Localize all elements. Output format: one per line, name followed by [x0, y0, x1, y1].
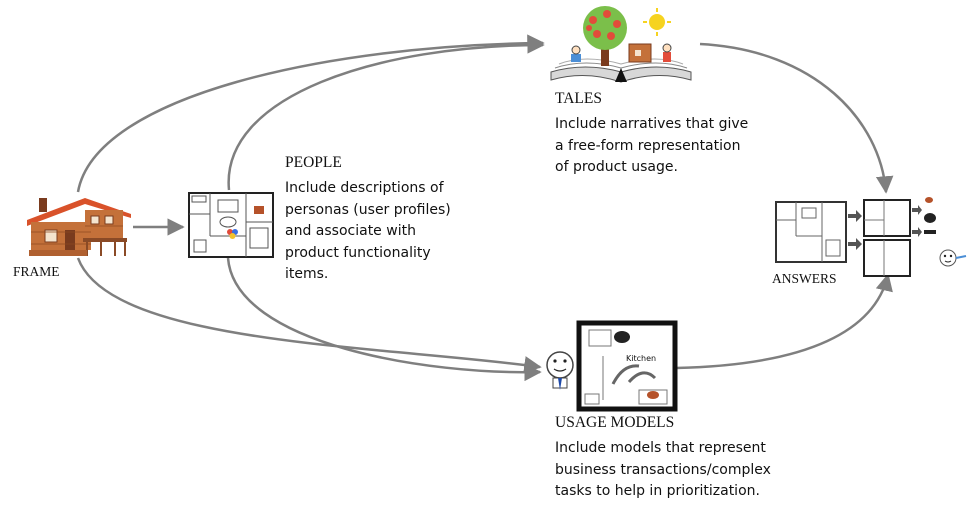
- arrow-frame-to-tales: [76, 34, 545, 193]
- answers-plans-icon: [775, 197, 967, 277]
- usage-models-description: Include models that represent business t…: [555, 440, 771, 499]
- arrow-usage-models-to-answers: [675, 273, 893, 370]
- frame-label: FRAME: [13, 264, 60, 279]
- arrow-tales-to-answers: [699, 42, 894, 194]
- arrow-people-to-usage-models: [226, 257, 542, 382]
- open-storybook-icon: [550, 6, 692, 83]
- usage-models-title: USAGE MODELS: [555, 414, 675, 431]
- kitchen-plan-label: Kitchen: [626, 354, 657, 363]
- tales-description: Include narratives that give a free-form…: [555, 116, 749, 175]
- arrow-people-to-tales: [227, 36, 545, 191]
- house-icon: [27, 198, 131, 256]
- floor-plan-icon: [188, 192, 274, 258]
- arrow-frame-to-usage-models: [76, 257, 542, 374]
- people-title: PEOPLE: [285, 154, 342, 171]
- people-description: Include descriptions of personas (user p…: [285, 180, 451, 282]
- answers-label: ANSWERS: [772, 271, 837, 286]
- tales-title: TALES: [555, 90, 602, 107]
- kitchen-plan-icon: [546, 320, 678, 412]
